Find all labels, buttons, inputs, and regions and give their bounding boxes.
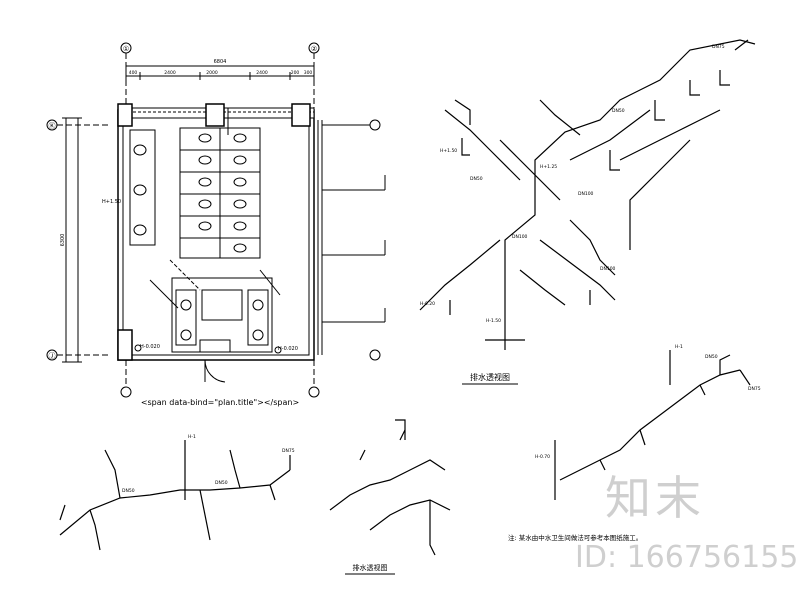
floor-plan [46,42,386,398]
drain-main-label-8: DN100 [600,266,616,272]
drain-main-label-4: H-1.50 [486,318,501,324]
drain-small-label-0: DN75 [282,448,295,454]
plan-dim-0: 400 [129,70,138,76]
plan-dim-5: 300 [304,70,313,76]
drain-small-title: 排水透视图 [353,563,388,572]
drainage-isometric-small [59,440,291,551]
drain-small-label-1: DN50 [122,488,135,494]
plan-dim-1: 2400 [164,70,176,76]
water-supply-isometric [554,350,751,500]
drain-main-label-6: DN50 [470,176,483,182]
axis-bubble-1-bottom [120,386,132,398]
water-supply-note: 注: 某水由中水卫生间做法可参考本图纸施工。 [508,533,642,542]
water-supply-labels: DN75 DN50 H-0.70 H-1 注: 某水由中水卫生间做法可参考本图纸… [508,344,761,542]
plan-overall-height: 6300 [60,234,66,247]
plan-elev-left: H+1.50 [102,199,121,205]
axis-label-k: Ⓚ [49,122,56,130]
water-label-1: DN50 [705,354,718,360]
drain-small-label-3: H-1 [188,434,196,440]
drain-main-label-5: H+1.25 [540,164,557,170]
plan-elev-bottom: H-0.020 [140,344,160,350]
drain-main-label-2: DN100 [512,234,528,240]
drain-small-label-2: DN50 [215,480,228,486]
water-label-2: H-0.70 [535,454,550,460]
axis-bubble-k-right [369,119,381,131]
axis-bubble-j-right [369,349,381,361]
plan-dim-4: 200 [291,70,300,76]
water-label-3: H-1 [675,344,683,350]
plan-elev-floor: H-0.020 [278,346,298,352]
plan-dim-3: 2400 [256,70,268,76]
watermark-brand: 知末 [605,471,705,525]
drainage-isometric-middle [329,419,451,556]
plan-dim-2: 2000 [206,70,218,76]
watermark-id: ID: 166756155 [575,540,799,575]
axis-label-1-top: ① [123,45,129,53]
floor-plan-labels: 6804 400 2400 2000 2400 200 300 6300 H+1… [49,45,318,407]
drain-main-label-7: DN100 [578,191,594,197]
drain-main-label-9: H-0.20 [420,301,435,307]
axis-label-j: Ⓙ [49,352,56,360]
drain-main-title: 排水透视图 [470,372,510,382]
drainage-main-labels: DN75 DN50 DN100 H+1.50 H-1.50 H+1.25 DN5… [420,44,725,385]
axis-label-2-top: ② [311,45,317,53]
water-label-0: DN75 [748,386,761,392]
plan-overall-width: 6804 [214,59,227,65]
drain-main-label-0: DN75 [712,44,725,50]
drain-main-label-1: DN50 [612,108,625,114]
drainage-small-labels: DN75 DN50 DN50 H-1 排水透视图 [122,434,395,575]
drainage-isometric-main [419,39,756,350]
plan-title: <span data-bind="plan.title"></span> [141,398,299,407]
drain-main-label-3: H+1.50 [440,148,457,154]
toilet-stalls [179,127,261,259]
axis-bubble-2-bottom [308,386,320,398]
